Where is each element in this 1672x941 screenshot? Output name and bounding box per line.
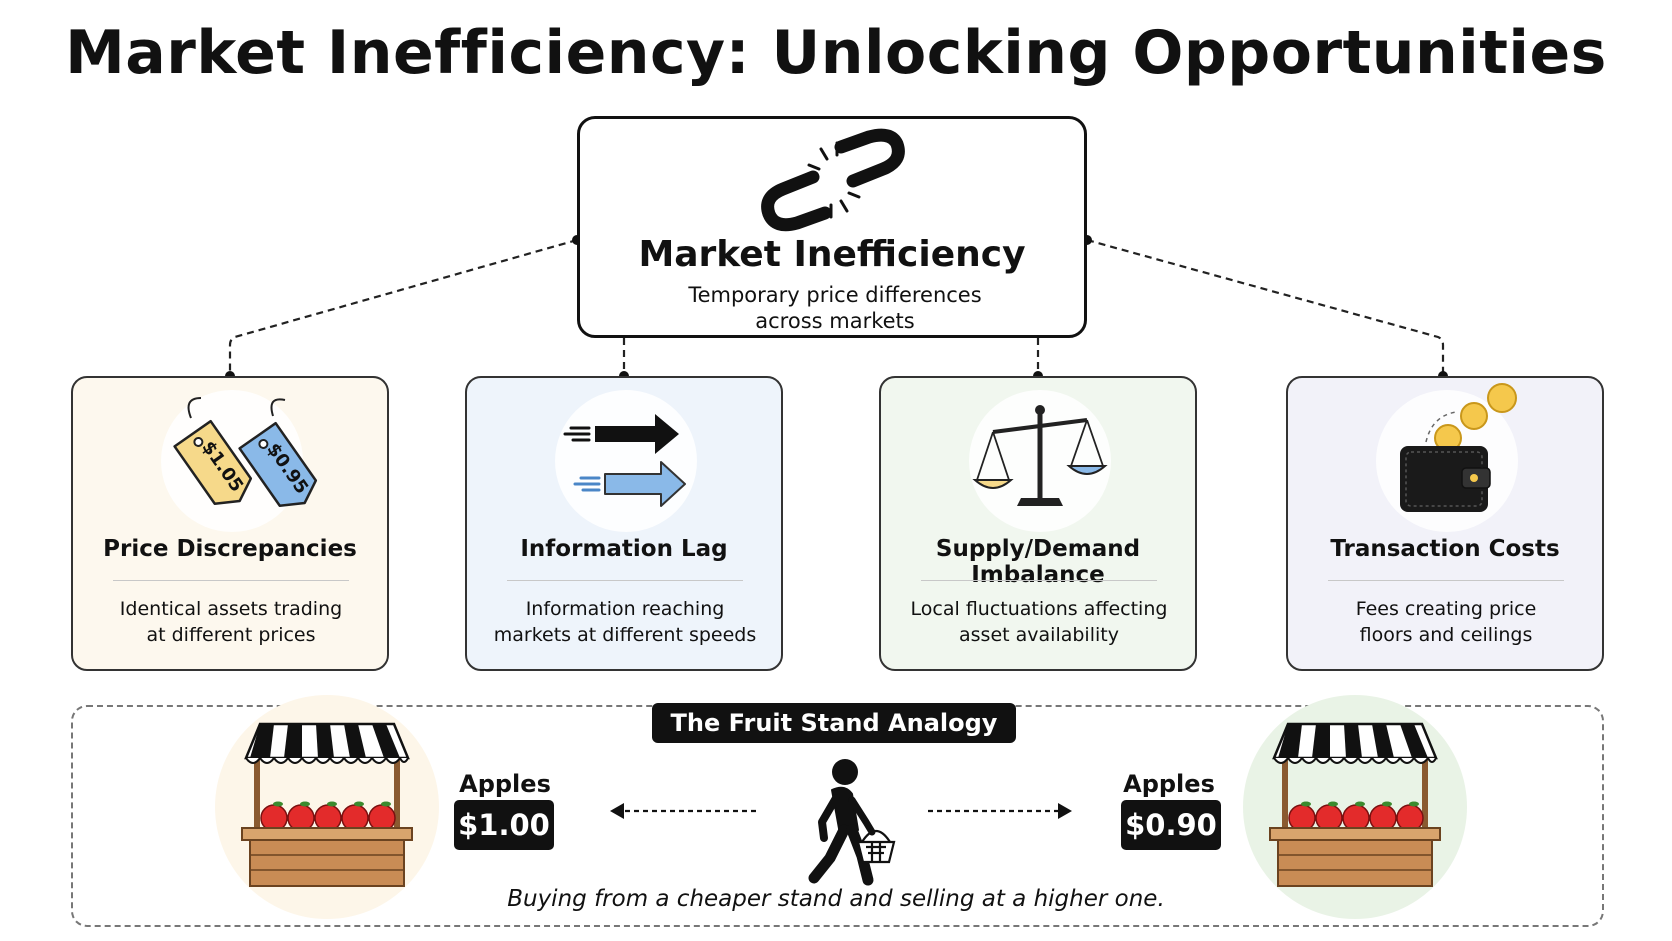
fruit-stand-left-icon: [215, 695, 439, 919]
arbitrage-flow: [610, 759, 1072, 886]
central-description: Temporary price differences across marke…: [688, 283, 982, 333]
card-divider: [1328, 580, 1564, 581]
price-tags-icon: $1.05 $0.95: [173, 397, 318, 507]
card-title: Supply/Demand Imbalance: [935, 536, 1141, 588]
fruit-stand-right-icon: [1243, 695, 1467, 919]
wallet-coins-icon: [1400, 383, 1517, 512]
balance-scale-icon: [972, 405, 1108, 506]
card-description: Fees creating price floors and ceilings: [1355, 598, 1537, 646]
page-title: Market Inefficiency: Unlocking Opportuni…: [65, 18, 1607, 88]
arrow-right-icon: [1058, 803, 1072, 819]
card-description: Local fluctuations affecting asset avail…: [910, 598, 1168, 646]
card-divider: [921, 580, 1157, 581]
right-stand-price: $0.90: [1121, 800, 1221, 850]
card-information-lag: Information Lag Information reaching mar…: [465, 376, 783, 671]
card-title: Price Discrepancies: [103, 536, 357, 562]
analogy-title: The Fruit Stand Analogy: [652, 703, 1016, 743]
card-price-discrepancies: $1.05 $0.95 Price Discrepancies Identica…: [71, 376, 389, 671]
card-description: Information reaching markets at differen…: [493, 598, 757, 646]
speed-arrows-icon: [563, 414, 686, 507]
card-title: Information Lag: [520, 536, 728, 562]
central-node: Market Inefficiency Temporary price diff…: [577, 116, 1087, 338]
left-stand-label: Apples: [459, 770, 551, 798]
card-title: Transaction Costs: [1330, 536, 1560, 562]
connector-transaction-costs: [1086, 238, 1445, 376]
arrow-left-icon: [610, 803, 624, 819]
connector-price-discrepancies: [228, 238, 578, 376]
card-supply-demand-imbalance: Supply/Demand Imbalance Local fluctuatio…: [879, 376, 1197, 671]
analogy-caption: Buying from a cheaper stand and selling …: [507, 886, 1165, 912]
basket-icon: [856, 829, 896, 864]
left-stand-price: $1.00: [454, 800, 554, 850]
right-stand-label: Apples: [1123, 770, 1215, 798]
card-transaction-costs: Transaction Costs Fees creating price fl…: [1286, 376, 1604, 671]
card-description: Identical assets trading at different pr…: [119, 598, 343, 646]
central-title: Market Inefficiency: [638, 234, 1026, 275]
card-divider: [113, 580, 349, 581]
card-divider: [507, 580, 743, 581]
broken-chain-icon: [761, 128, 905, 232]
